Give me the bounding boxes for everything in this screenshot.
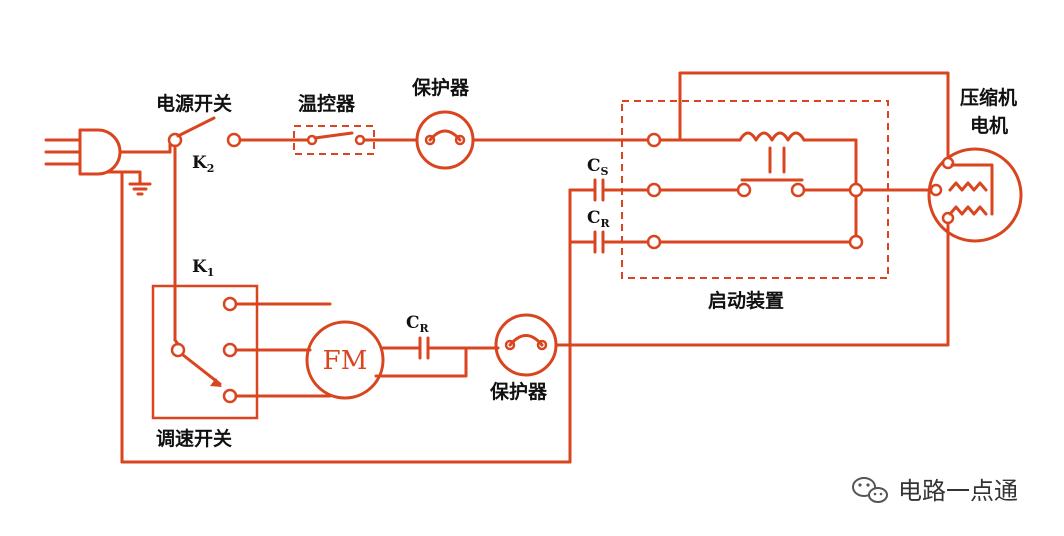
speed-switch-k1 xyxy=(151,284,332,420)
k1-label: K1 xyxy=(192,257,214,279)
watermark: 电路一点通 xyxy=(852,477,1018,505)
protector-bottom-label: 保护器 xyxy=(489,380,548,403)
protector-top-label: 保护器 xyxy=(411,76,470,99)
start-device xyxy=(621,100,934,279)
wechat-icon xyxy=(852,477,888,503)
k2-label: K2 xyxy=(192,153,214,175)
watermark-text: 电路一点通 xyxy=(898,477,1018,505)
fan-motor xyxy=(305,320,385,400)
compressor-motor xyxy=(927,147,1023,243)
capacitor-cr-compressor xyxy=(568,230,650,254)
power-switch-label: 电源开关 xyxy=(156,92,232,115)
ground-symbol xyxy=(106,170,152,196)
start-device-label: 启动装置 xyxy=(708,289,784,312)
protector-top xyxy=(415,110,475,170)
compressor-label-line1: 压缩机 xyxy=(960,86,1017,109)
cr-fan-label: CR xyxy=(406,313,430,335)
compressor-label-line2: 电机 xyxy=(970,114,1008,137)
thermostat-label: 温控器 xyxy=(298,92,356,115)
thermostat xyxy=(292,125,376,155)
protector-bottom xyxy=(494,313,558,377)
cr-compressor-label: CR xyxy=(587,208,611,230)
power-plug xyxy=(44,128,172,464)
capacitor-cr-fan xyxy=(374,336,500,378)
capacitor-cs xyxy=(568,178,650,202)
fan-motor-label: FM xyxy=(323,346,368,376)
cs-label: CS xyxy=(587,156,609,178)
power-switch-k2 xyxy=(167,116,242,342)
speed-switch-label: 调速开关 xyxy=(156,427,232,450)
